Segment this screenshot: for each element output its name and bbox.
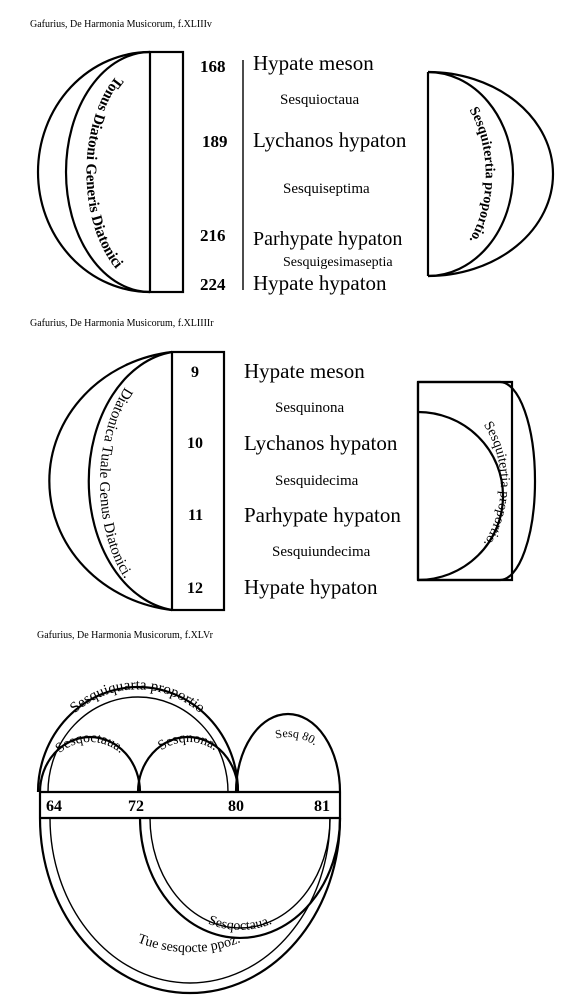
figure-1-left-outer-arc <box>36 50 151 294</box>
figure-2-number: 9 <box>191 364 199 381</box>
figure-1-right-arc-label: Sesquitertia proportio. <box>466 104 497 245</box>
figure-2: Gafurius, De Harmonia Musicorum, f.XLIII… <box>30 318 537 612</box>
figure-2-left-inner-arc <box>87 350 173 612</box>
figure-2-right-inner-arc <box>417 410 505 582</box>
figure-3-top-arc-1-label: Sesqoctaua. <box>53 731 128 757</box>
figure-3-bottom-arc-outer <box>38 817 342 995</box>
figure-3-bottom-arc-inner-label: Sesqoctaua. <box>206 913 274 934</box>
figure-3-top-arc-3 <box>234 712 342 793</box>
figure-2-left-outer-arc <box>48 350 173 612</box>
figure-1-left-inner-arc <box>64 50 151 294</box>
figure-2-number: 10 <box>187 435 203 452</box>
figure-1-note: Hypate meson <box>253 51 374 75</box>
figure-1-note: Parhypate hypaton <box>253 228 402 250</box>
figure-3-top-arc-3-label: Sesq 80. <box>274 726 321 748</box>
figure-1-left-arc-label: Tonus Diatoni Generis Diatonici <box>82 73 125 271</box>
figure-2-caption: Gafurius, De Harmonia Musicorum, f.XLIII… <box>30 318 214 329</box>
figure-2-right-arc-label: Sesquitertia proportio. <box>480 419 512 549</box>
figure-3: Gafurius, De Harmonia Musicorum, f.XLVr … <box>36 630 342 995</box>
figure-1-number: 224 <box>200 275 226 294</box>
figure-2-number: 12 <box>187 580 203 597</box>
figure-1-number: 168 <box>200 57 226 76</box>
figure-3-top-arc-2-label: Sesqnona. <box>156 731 221 754</box>
figure-2-ratio: Sesquinona <box>275 400 345 416</box>
figure-1-right-outer-arc <box>427 70 555 278</box>
figure-3-top-arc-1 <box>38 735 142 793</box>
figure-2-right-outer-shape <box>418 380 537 582</box>
figure-2-ratio: Sesquidecima <box>275 473 359 489</box>
figure-1-number: 216 <box>200 226 226 245</box>
figure-3-number: 80 <box>228 798 244 815</box>
figure-2-note: Lychanos hypaton <box>244 431 398 455</box>
figure-3-bottom-arc-inner-2 <box>149 817 331 929</box>
figure-3-number: 72 <box>128 798 144 815</box>
figure-1-ratio: Sesquiseptima <box>283 181 370 197</box>
figure-1-ratio: Sesquigesimaseptia <box>283 255 393 270</box>
figure-2-note: Hypate hypaton <box>244 575 378 599</box>
figure-3-top-big-arc-outer <box>36 685 240 793</box>
figure-3-bottom-arc-outer-2 <box>49 817 331 984</box>
figure-1-number: 189 <box>202 132 228 151</box>
figure-3-bottom-arc-inner <box>138 817 342 940</box>
figure-3-number: 64 <box>46 798 62 815</box>
figure-1-ratio: Sesquioctaua <box>280 92 359 108</box>
figure-2-note: Hypate meson <box>244 359 365 383</box>
figure-2-number: 11 <box>188 507 203 524</box>
figure-3-number: 81 <box>314 798 330 815</box>
figure-1: Gafurius, De Harmonia Musicorum, f.XLIII… <box>30 19 555 295</box>
figure-1-note: Lychanos hypaton <box>253 128 407 152</box>
figure-1-column-bar <box>148 50 185 294</box>
figure-2-column-bar <box>170 350 226 612</box>
figure-3-bottom-arc-outer-label: Tue sesqocte ppoz. <box>136 932 243 956</box>
figure-1-caption: Gafurius, De Harmonia Musicorum, f.XLIII… <box>30 19 212 30</box>
figure-1-right-inner-arc <box>427 70 515 278</box>
figure-1-note: Hypate hypaton <box>253 271 387 295</box>
figure-3-caption: Gafurius, De Harmonia Musicorum, f.XLVr <box>37 630 214 641</box>
figure-2-ratio: Sesquiundecima <box>272 544 371 560</box>
figure-3-top-arc-2 <box>136 735 240 793</box>
figure-2-note: Parhypate hypaton <box>244 503 401 527</box>
